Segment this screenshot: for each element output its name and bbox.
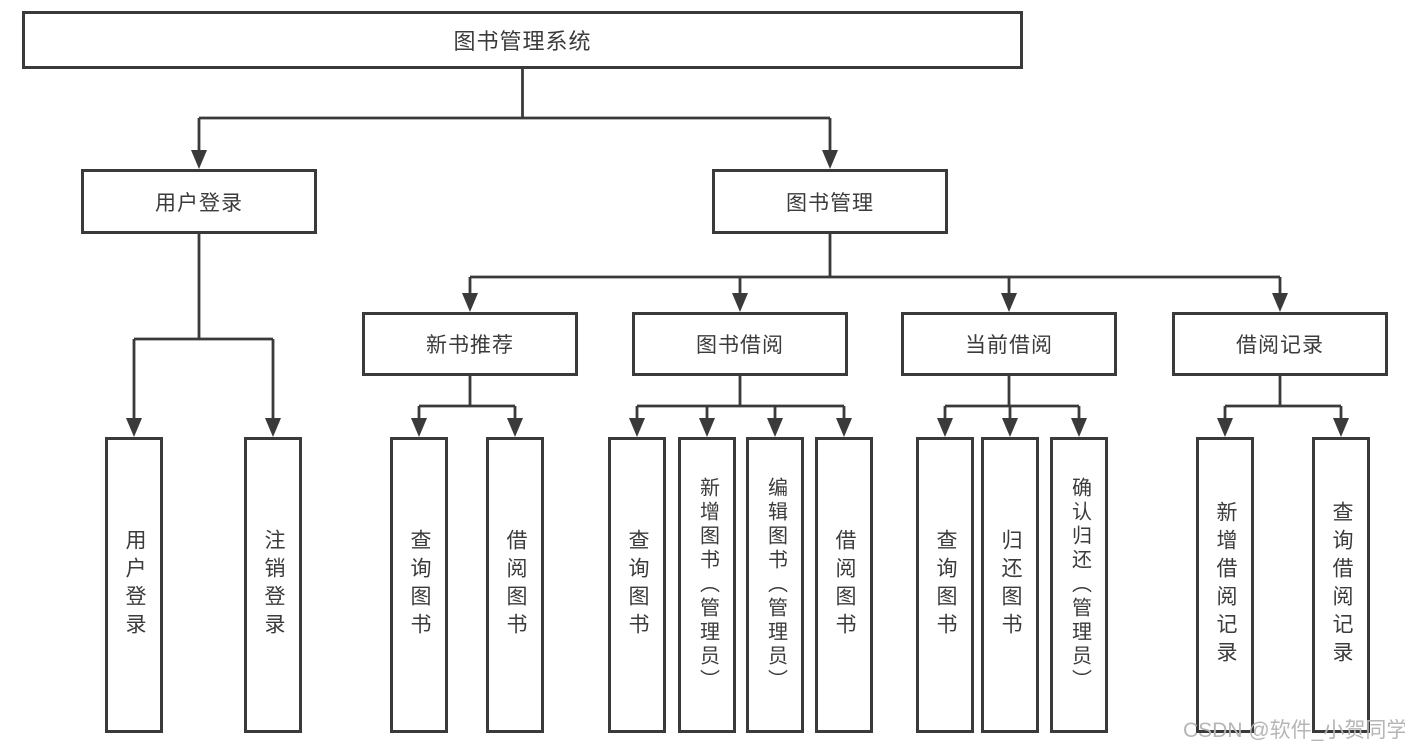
leaf-logout: 注销登录 xyxy=(244,437,302,733)
node-library-management-system: 图书管理系统 xyxy=(22,11,1023,69)
node-user-login: 用户登录 xyxy=(81,169,317,234)
leaf-label: 归还图书 xyxy=(999,529,1023,641)
connector-borrow-record-children xyxy=(1217,376,1349,437)
leaf-recommend-query-book: 查询图书 xyxy=(390,437,448,733)
leaf-label: 用户登录 xyxy=(123,529,147,641)
leaf-borrow-query-book: 查询图书 xyxy=(608,437,666,733)
leaf-label: 编辑图书（管理员） xyxy=(764,477,787,693)
leaf-current-query-book: 查询图书 xyxy=(916,437,974,733)
node-label: 图书借阅 xyxy=(696,334,784,357)
leaf-record-add-borrow-record: 新增借阅记录 xyxy=(1196,437,1254,733)
connector-book-management-children xyxy=(462,234,1288,312)
leaf-label: 新增图书（管理员） xyxy=(696,477,719,693)
node-borrow-record: 借阅记录 xyxy=(1172,312,1388,376)
node-label: 当前借阅 xyxy=(965,334,1053,357)
node-current-borrow: 当前借阅 xyxy=(901,312,1117,376)
leaf-label: 查询图书 xyxy=(626,529,650,641)
leaf-borrow-edit-book-admin: 编辑图书（管理员） xyxy=(746,437,804,733)
connector-new-book-recommend-children xyxy=(411,376,523,437)
leaf-label: 注销登录 xyxy=(262,529,286,641)
node-label: 图书管理 xyxy=(786,191,874,215)
leaf-recommend-borrow-book: 借阅图书 xyxy=(486,437,544,733)
leaf-user-login: 用户登录 xyxy=(105,437,163,733)
node-label: 用户登录 xyxy=(155,191,243,215)
leaf-borrow-add-book-admin: 新增图书（管理员） xyxy=(678,437,736,733)
leaf-current-confirm-return-admin: 确认归还（管理员） xyxy=(1050,437,1108,733)
node-label: 借阅记录 xyxy=(1236,334,1324,357)
node-book-borrow: 图书借阅 xyxy=(632,312,848,376)
csdn-watermark: CSDN @软件_小贺同学 xyxy=(1183,719,1405,742)
leaf-label: 新增借阅记录 xyxy=(1214,501,1238,669)
leaf-label: 查询图书 xyxy=(934,529,958,641)
leaf-record-query-borrow-record: 查询借阅记录 xyxy=(1312,437,1370,733)
node-new-book-recommend: 新书推荐 xyxy=(362,312,578,376)
leaf-borrow-borrow-book: 借阅图书 xyxy=(815,437,873,733)
leaf-label: 借阅图书 xyxy=(504,529,528,641)
connector-book-borrow-children xyxy=(629,376,852,437)
connector-user-login-children xyxy=(126,234,281,437)
node-label: 新书推荐 xyxy=(426,334,514,357)
leaf-label: 借阅图书 xyxy=(833,529,857,641)
node-book-management: 图书管理 xyxy=(712,169,948,234)
leaf-label: 确认归还（管理员） xyxy=(1068,477,1091,693)
leaf-current-return-book: 归还图书 xyxy=(981,437,1039,733)
connector-root-to-level2 xyxy=(191,69,838,169)
connector-current-borrow-children xyxy=(937,376,1087,437)
node-label: 图书管理系统 xyxy=(453,29,592,54)
leaf-label: 查询借阅记录 xyxy=(1330,501,1354,669)
leaf-label: 查询图书 xyxy=(408,529,432,641)
